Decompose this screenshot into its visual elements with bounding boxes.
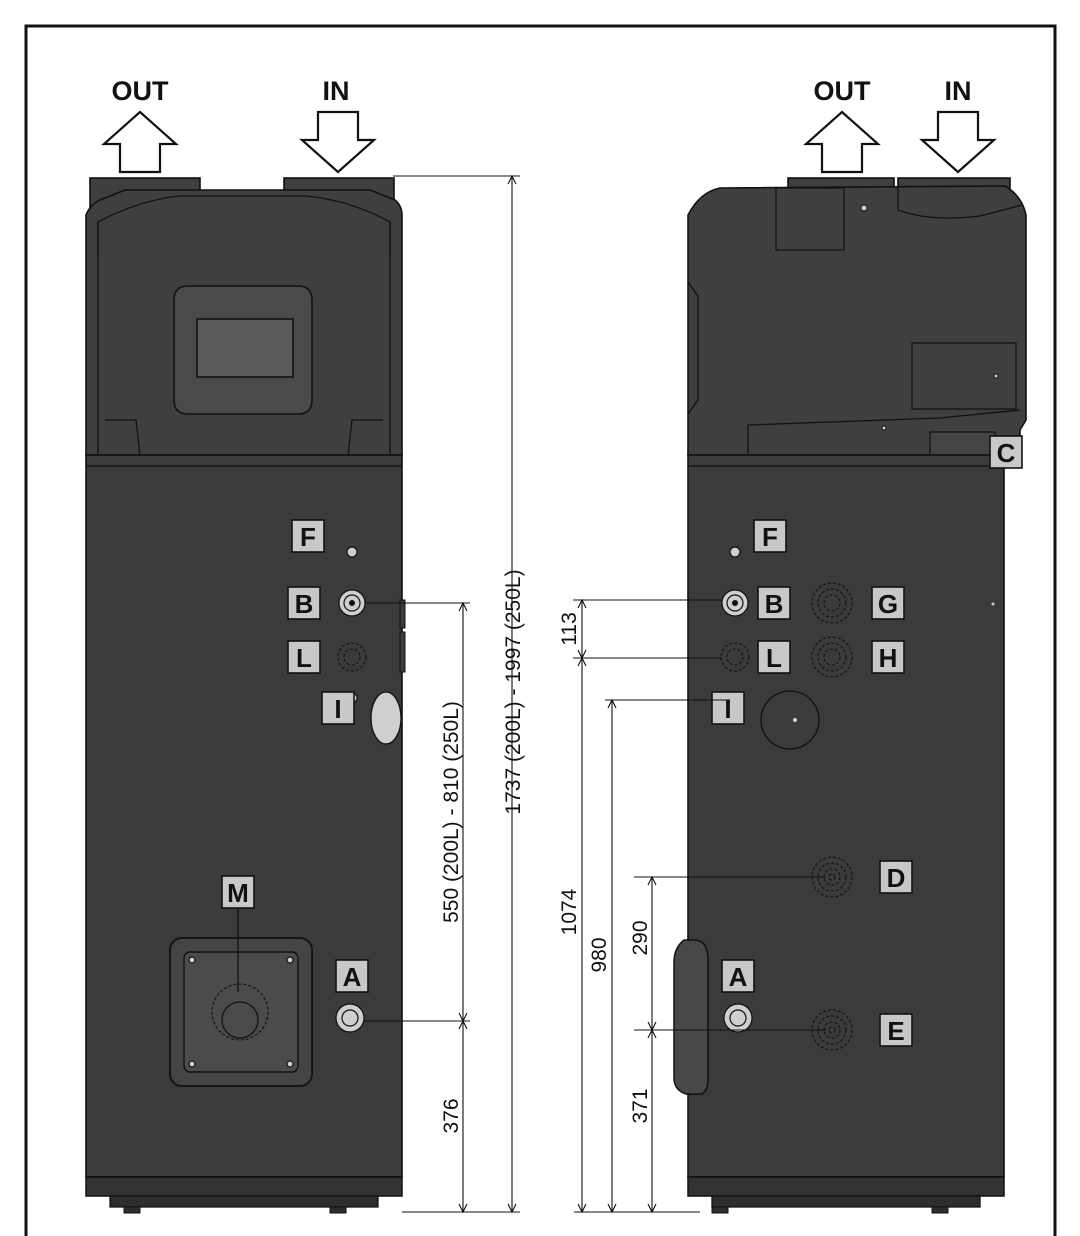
- svg-text:I: I: [724, 694, 731, 724]
- out-label-right: OUT: [814, 76, 872, 106]
- label-e: E: [879, 1013, 913, 1047]
- connection-b-right: [721, 589, 749, 617]
- svg-text:L: L: [766, 643, 782, 673]
- label-b-left: B: [287, 586, 321, 620]
- svg-text:A: A: [729, 962, 748, 992]
- svg-text:M: M: [227, 878, 249, 908]
- inspection-flange-m: [169, 937, 313, 1087]
- out-arrow-right: OUT: [803, 76, 881, 174]
- dim-d-to-e: 290: [629, 920, 652, 955]
- label-h: H: [871, 640, 905, 674]
- dimension-lines-left: 1737 (200L) - 1997 (250L) 550 (200L) - 8…: [364, 174, 525, 1214]
- connection-l-left: [337, 642, 367, 672]
- svg-text:C: C: [997, 438, 1016, 468]
- connection-l-right: [720, 642, 750, 672]
- svg-text:B: B: [765, 589, 784, 619]
- label-l-right: L: [757, 640, 791, 674]
- label-i-left: I: [321, 691, 355, 725]
- svg-text:E: E: [887, 1016, 904, 1046]
- svg-text:I: I: [334, 694, 341, 724]
- label-f-left: F: [291, 519, 325, 553]
- base-right: [687, 1176, 1005, 1197]
- label-a-right: A: [721, 959, 755, 993]
- anode-cap-right: [760, 690, 820, 750]
- connection-a-left: [335, 1003, 365, 1033]
- in-label-right: IN: [945, 76, 972, 106]
- label-f-right: F: [753, 519, 787, 553]
- in-arrow-left: IN: [299, 76, 377, 174]
- display-screen-left: [196, 318, 294, 378]
- dim-l-height: 1074: [558, 888, 581, 935]
- dim-e-height: 371: [629, 1088, 652, 1123]
- connection-h: [811, 636, 853, 678]
- frame-border: [24, 24, 1057, 1236]
- in-arrow-right: IN: [919, 76, 997, 174]
- svg-text:A: A: [343, 962, 362, 992]
- svg-text:B: B: [295, 589, 314, 619]
- label-c: C: [989, 435, 1023, 469]
- dim-total-height: 1737 (200L) - 1997 (250L): [502, 569, 525, 814]
- dim-a-height: 376: [440, 1098, 463, 1133]
- connection-f-left: [346, 546, 358, 558]
- connection-b-left: [338, 589, 366, 617]
- connection-a-right: [723, 1003, 753, 1033]
- connection-f-right: [729, 546, 741, 558]
- label-i-right: I: [711, 691, 745, 725]
- svg-text:G: G: [878, 589, 898, 619]
- top-housing-right: [687, 185, 1027, 456]
- svg-text:L: L: [296, 643, 312, 673]
- side-view: OUT IN: [558, 76, 1027, 1214]
- anode-cap-left: [370, 691, 402, 745]
- svg-text:F: F: [300, 522, 316, 552]
- in-label-left: IN: [323, 76, 350, 106]
- dim-i-height: 980: [588, 937, 611, 972]
- dim-b-to-l: 113: [558, 612, 581, 645]
- tank-body-right: [687, 454, 1005, 1178]
- out-arrow-left: OUT: [101, 76, 179, 174]
- out-label-left: OUT: [112, 76, 170, 106]
- label-l-left: L: [287, 640, 321, 674]
- dimension-lines-right: 113 1074 980 290 371: [558, 598, 826, 1214]
- label-g: G: [871, 586, 905, 620]
- label-b-right: B: [757, 586, 791, 620]
- front-view: OUT IN: [85, 76, 525, 1214]
- label-m: M: [221, 875, 255, 909]
- svg-text:H: H: [879, 643, 898, 673]
- connection-g: [811, 582, 853, 624]
- label-a-left: A: [335, 959, 369, 993]
- side-handle: [673, 939, 709, 1095]
- label-d: D: [879, 860, 913, 894]
- svg-text:F: F: [762, 522, 778, 552]
- dim-b-to-a: 550 (200L) - 810 (250L): [440, 701, 463, 923]
- base-left: [85, 1176, 403, 1197]
- svg-text:D: D: [887, 863, 906, 893]
